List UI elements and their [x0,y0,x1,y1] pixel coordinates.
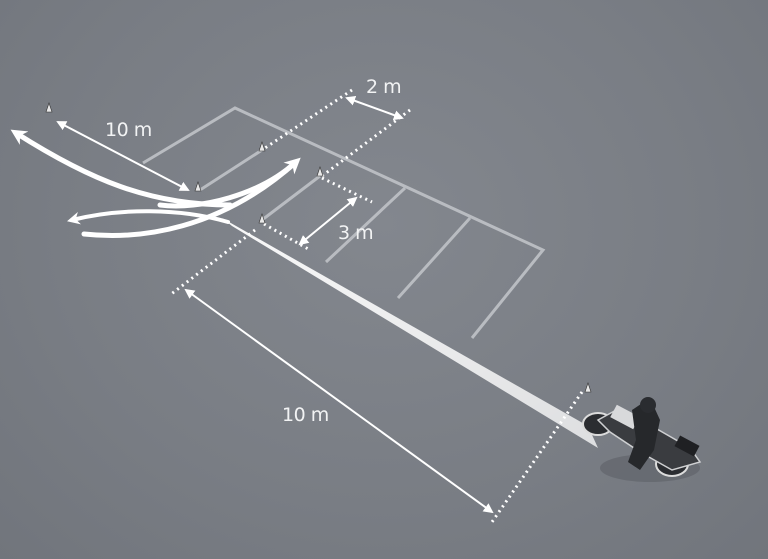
label-lane-width: 2 m [366,76,402,98]
dotted-guides [169,88,584,523]
label-top-left-distance: 10 m [105,119,152,141]
dimension-arrows [56,96,494,514]
cone-icon [316,166,324,177]
label-approach-distance: 10 m [282,404,329,426]
motorcycle-rider [582,397,702,482]
traffic-cones [45,102,592,393]
cone-icon [258,141,266,152]
label-slot-depth: 3 m [338,222,374,244]
cone-icon [258,213,266,224]
cone-icon [584,382,592,393]
maneuver-arrows [10,129,301,238]
cone-icon [194,181,202,192]
cone-icon [45,102,53,113]
